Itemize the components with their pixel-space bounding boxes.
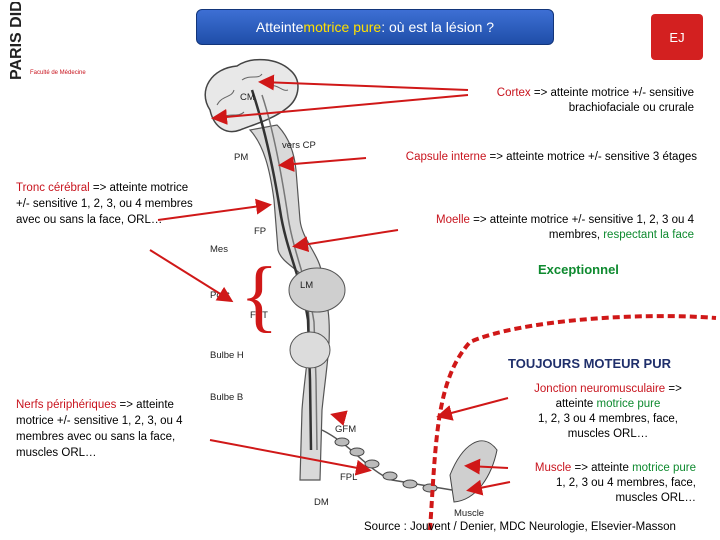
arrow-peripheral [330,410,348,426]
jonction-text: Jonction neuromusculaire => atteinte mot… [534,383,682,440]
university-logo: PARIS DIDEROT [8,2,25,80]
muscle-text: Muscle => atteinte motrice pure 1, 2, 3 … [534,462,696,504]
faculty-label: Faculté de Médecine [30,70,86,76]
label-vers-cp: vers CP [282,140,316,151]
cortex-text: Cortex => atteinte motrice +/- sensitive… [496,87,694,114]
brace-symbol: { [240,252,278,340]
arrow-cortex-2 [211,94,469,125]
arrow-muscle [464,458,509,475]
label-mes: Mes [210,244,228,255]
nerfs-text: Nerfs périphériques => atteinte motrice … [16,399,183,459]
author-badge: EJ [651,14,703,60]
arrow-jonction [436,397,509,421]
label-fpl: FPL [340,472,357,483]
moteur-pur-bracket [428,314,717,531]
exceptionnel-label: Exceptionnel [538,262,619,277]
svg-text:PARIS DIDEROT: PARIS DIDEROT [8,2,25,80]
tronc-text: Tronc cérébral => atteinte motrice +/- s… [16,182,193,226]
pons-shape [288,267,346,313]
bulbe-shape [289,331,331,369]
label-gfm: GFM [335,424,356,435]
arrow-cortex-1 [258,74,469,91]
label-fp: FP [254,226,266,237]
arrow-moelle [292,229,399,253]
label-bulbe-b: Bulbe B [210,392,243,403]
capsule-text: Capsule interne => atteinte motrice +/- … [405,151,697,163]
label-muscle: Muscle [454,508,484,519]
label-cm: CM [240,92,255,103]
source-citation: Source : Jouvent / Denier, MDC Neurologi… [364,521,676,533]
label-pm: PM [234,152,248,163]
label-bulbe-h: Bulbe H [210,350,244,361]
page-title: Atteinte motrice pure : où est la lésion… [196,9,554,45]
arrow-capsule [278,156,367,172]
arrow-tronc [157,198,272,221]
arrow-muscle-2 [466,479,511,496]
toujours-moteur-pur: TOUJOURS MOTEUR PUR [508,356,671,371]
label-dm: DM [314,497,329,508]
cortex-gyri [216,73,289,119]
moelle-text: Moelle => atteinte motrice +/- sensitive… [436,214,694,241]
label-lm: LM [300,280,313,291]
arrow-nerfs [209,439,372,476]
arrow-tronc-2 [149,249,234,303]
label-fst: FST [250,310,268,321]
